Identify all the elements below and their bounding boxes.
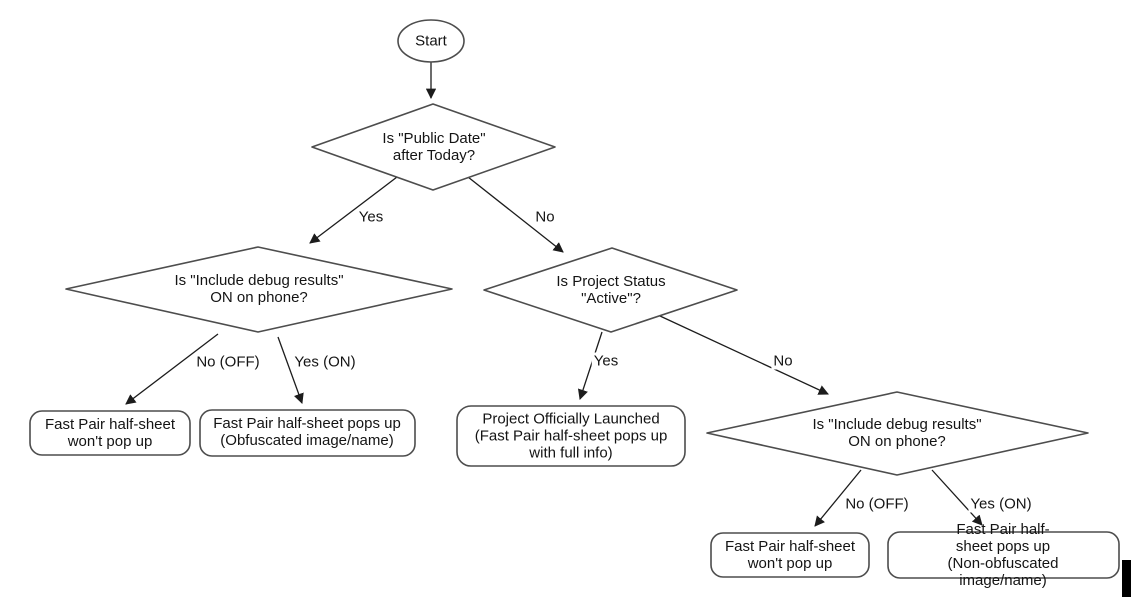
result-obfuscated-node	[199, 409, 416, 457]
decision-debug-right-label: Is "Include debug results" ON on phone?	[812, 416, 982, 450]
edge-label-public-date-no: No	[533, 208, 557, 226]
decision-public-date-label: Is "Public Date" after Today?	[382, 130, 486, 164]
edge-public-date-yes	[309, 176, 398, 244]
edge-public-date-no	[467, 176, 564, 253]
result-no-popup-right-node	[710, 532, 870, 578]
decision-public-date-node	[311, 103, 556, 191]
edge-label-public-date-yes: Yes	[356, 208, 386, 226]
result-launched-label: Project Officially Launched (Fast Pair h…	[474, 410, 668, 462]
result-non-obfuscated-node	[887, 531, 1120, 579]
result-obfuscated-label: Fast Pair half-sheet pops up (Obfuscated…	[213, 415, 401, 449]
decision-debug-right-node	[706, 391, 1089, 476]
edge-label-status-no: No	[771, 352, 795, 370]
edge-label-debug-left-no: No (OFF)	[194, 353, 262, 371]
result-launched-node	[456, 405, 686, 467]
edge-debug-left-no	[125, 333, 219, 405]
decision-debug-left-label: Is "Include debug results" ON on phone?	[174, 272, 344, 306]
decision-project-status-label: Is Project Status "Active"?	[556, 273, 666, 307]
edge-label-debug-right-no: No (OFF)	[843, 495, 911, 513]
text-cursor-artifact	[1122, 560, 1131, 597]
start-node	[397, 19, 465, 63]
edge-label-status-yes: Yes	[591, 352, 621, 370]
edge-debug-left-yes	[277, 336, 304, 404]
edge-status-no	[659, 315, 829, 395]
decision-project-status-node	[483, 247, 738, 333]
result-no-popup-left-label: Fast Pair half-sheet won't pop up	[44, 416, 176, 450]
result-non-obfuscated-label: Fast Pair half-sheet pops up (Non-obfusc…	[947, 521, 1059, 589]
edge-label-debug-right-yes: Yes (ON)	[968, 495, 1034, 513]
edge-debug-right-yes	[931, 469, 983, 526]
edge-status-yes	[577, 331, 603, 400]
start-label: Start	[415, 32, 447, 50]
decision-debug-left-node	[65, 246, 453, 333]
result-no-popup-right-label: Fast Pair half-sheet won't pop up	[724, 538, 856, 572]
edge-debug-right-no	[814, 469, 862, 527]
edge-label-debug-left-yes: Yes (ON)	[292, 353, 358, 371]
result-no-popup-left-node	[29, 410, 191, 456]
